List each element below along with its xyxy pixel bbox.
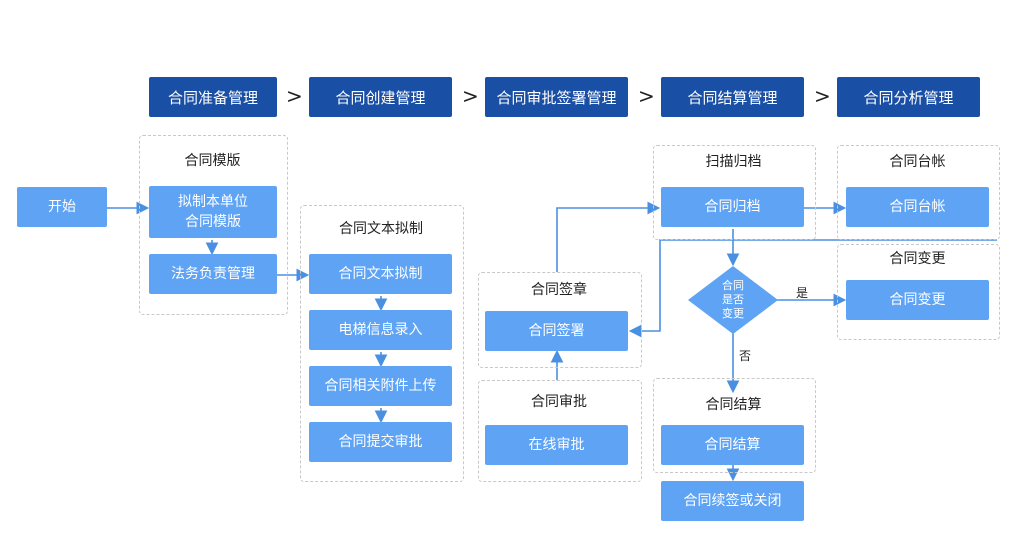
group-approval [478, 380, 642, 482]
chevron-1-icon: > [286, 84, 303, 108]
group-change [837, 244, 1000, 340]
group-ledger-label: 合同台帐 [889, 154, 946, 170]
box-ledger: 合同台帐 [846, 187, 989, 227]
group-archive-label: 扫描归档 [705, 154, 762, 170]
group-change-label: 合同变更 [889, 251, 946, 267]
box-legal-management: 法务负责管理 [149, 254, 277, 294]
stage-settlement: 合同结算管理 [661, 77, 804, 117]
box-draft-template: 拟制本单位 合同模版 [149, 186, 277, 238]
box-archive: 合同归档 [661, 187, 804, 227]
no-label: 否 [739, 349, 752, 363]
stage-analysis: 合同分析管理 [837, 77, 980, 117]
chevron-4-icon: > [814, 84, 831, 108]
stage-preparation: 合同准备管理 [149, 77, 277, 117]
group-approval-label: 合同审批 [531, 394, 587, 410]
box-online-approval: 在线审批 [485, 425, 628, 465]
chevron-3-icon: > [638, 84, 655, 108]
arrow-loop-to-sign [628, 239, 997, 338]
group-settlement [653, 378, 816, 473]
group-settlement-label: 合同结算 [705, 397, 762, 413]
yes-label: 是 [796, 286, 809, 300]
group-template [139, 135, 288, 315]
box-text-draft: 合同文本拟制 [309, 254, 452, 294]
stage-approval-signing: 合同审批签署管理 [485, 77, 628, 117]
group-stamp [478, 272, 642, 368]
box-elevator-info: 电梯信息录入 [309, 310, 452, 350]
group-text-draft-label: 合同文本拟制 [339, 221, 423, 237]
decision-diamond [688, 266, 778, 334]
group-text-draft [300, 205, 464, 482]
box-upload-attachments: 合同相关附件上传 [309, 366, 452, 406]
group-template-label: 合同模版 [184, 153, 241, 169]
box-renew-close: 合同续签或关闭 [661, 481, 804, 521]
box-change: 合同变更 [846, 280, 989, 320]
start-node: 开始 [17, 187, 107, 227]
box-submit-approval: 合同提交审批 [309, 422, 452, 462]
group-stamp-label: 合同签章 [531, 282, 587, 298]
arrow-sign-to-archive [556, 201, 661, 272]
stage-creation: 合同创建管理 [309, 77, 452, 117]
box-sign: 合同签署 [485, 311, 628, 351]
box-settle: 合同结算 [661, 425, 804, 465]
decision-label: 合同 是否 变更 [722, 279, 744, 320]
group-archive [653, 145, 816, 240]
chevron-2-icon: > [462, 84, 479, 108]
group-ledger [837, 145, 1000, 240]
